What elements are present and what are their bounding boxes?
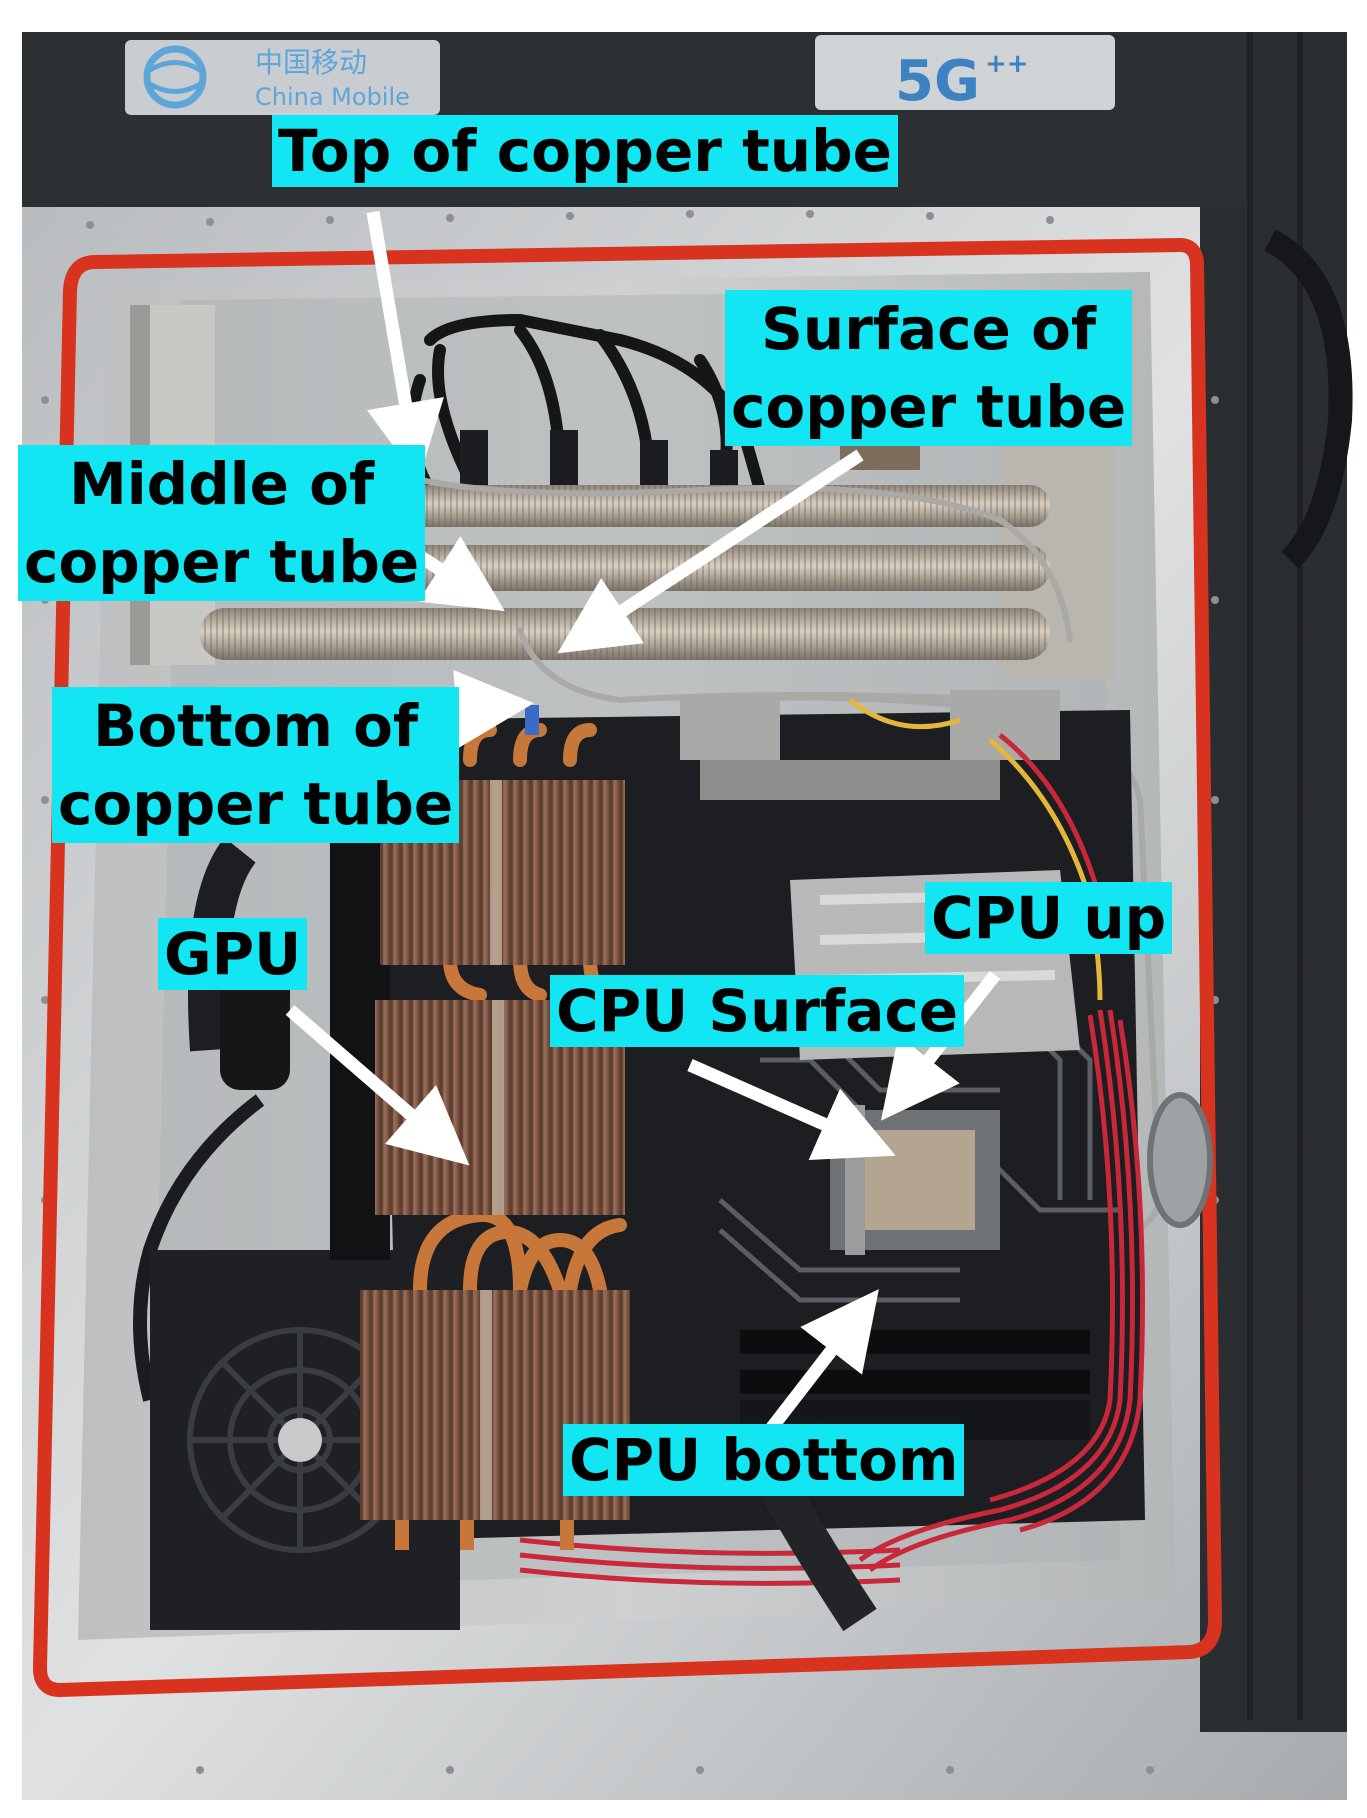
red-gasket [32,237,1223,1698]
ram-slot-1 [740,1330,1090,1354]
label-cpu-up: CPU up [925,882,1173,954]
arrow-gpu [285,1005,470,1166]
logo-english-text: China Mobile [255,83,410,111]
label-cpu-bottom: CPU bottom [563,1424,965,1496]
label-cpu-surface: CPU Surface [550,975,965,1047]
5g-plate [815,35,1115,110]
label-surface-of-copper-tube: Surface of copper tube [725,290,1133,446]
label-gpu: GPU [158,918,308,990]
label-top-of-copper-tube: Top of copper tube [272,115,898,187]
arrow-cpu-bottom [764,1289,879,1434]
china-mobile-plate [125,40,440,115]
arrow-surface-of-copper-tube [557,449,864,654]
5g-plus-text: ++ [985,49,1029,79]
china-mobile-logo-icon [143,45,207,109]
label-bottom-of-copper-tube: Bottom of copper tube [52,687,460,843]
arrow-cpu-surface [687,1059,896,1160]
5g-text: 5G [895,49,980,114]
logo-chinese-text: 中国移动 [255,46,367,79]
arrow-top-of-copper-tube [366,210,444,481]
cpu [860,1130,975,1230]
label-middle-of-copper-tube: Middle of copper tube [18,445,426,601]
